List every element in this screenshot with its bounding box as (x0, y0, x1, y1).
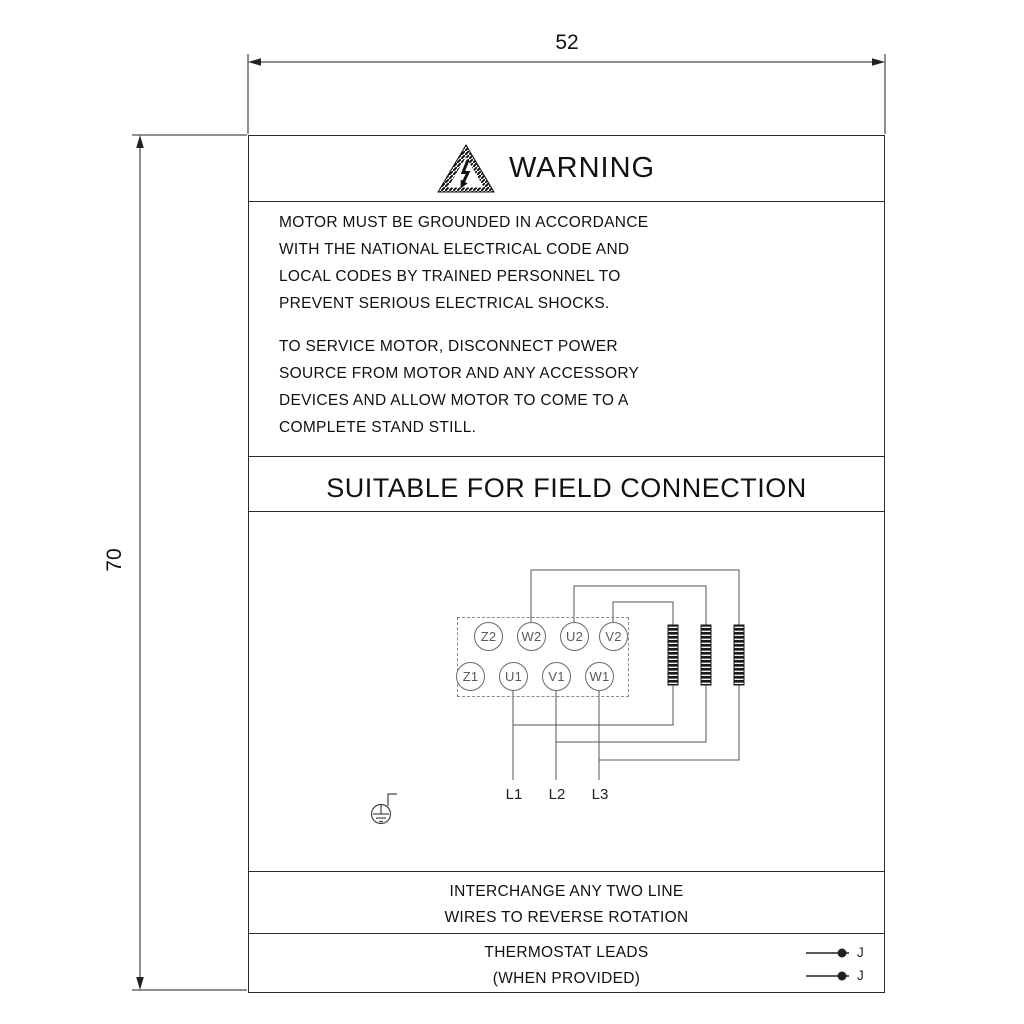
thermostat-lead-lines (806, 948, 849, 981)
line-label-l2: L2 (548, 786, 566, 803)
line-label-l1: L1 (505, 786, 523, 803)
divider-field-diagram (249, 511, 884, 512)
terminal-w1: W1 (585, 662, 614, 691)
warning-title: WARNING (509, 152, 656, 184)
divider-warning-body (249, 201, 884, 202)
line-label-l3: L3 (591, 786, 609, 803)
interchange-line-1: INTERCHANGE ANY TWO LINE (449, 883, 684, 900)
service-paragraph: TO SERVICE MOTOR, DISCONNECT POWER SOURC… (279, 333, 639, 441)
thermostat-line-2: (WHEN PROVIDED) (492, 970, 641, 987)
grounding-line-3: LOCAL CODES BY TRAINED PERSONNEL TO (279, 268, 621, 285)
grounding-line-1: MOTOR MUST BE GROUNDED IN ACCORDANCE (279, 214, 649, 231)
terminal-z2: Z2 (474, 622, 503, 651)
divider-interchange-thermostat (249, 933, 884, 934)
thermostat-line-1: THERMOSTAT LEADS (484, 944, 649, 961)
lead-label-j1: J (857, 945, 864, 960)
service-line-2: SOURCE FROM MOTOR AND ANY ACCESSORY (279, 365, 640, 382)
terminal-v2: V2 (599, 622, 628, 651)
grounding-line-4: PREVENT SERIOUS ELECTRICAL SHOCKS. (279, 295, 610, 312)
service-line-4: COMPLETE STAND STILL. (279, 419, 477, 436)
thermostat-note: THERMOSTAT LEADS (WHEN PROVIDED) (249, 940, 884, 992)
terminal-u2: U2 (560, 622, 589, 651)
terminal-z1: Z1 (456, 662, 485, 691)
divider-body-field (249, 456, 884, 457)
interchange-note: INTERCHANGE ANY TWO LINE WIRES TO REVERS… (249, 879, 884, 931)
terminal-u1: U1 (499, 662, 528, 691)
height-dimension-value: 70 (103, 548, 126, 572)
high-voltage-warning-icon (437, 144, 495, 193)
interchange-line-2: WIRES TO REVERSE ROTATION (444, 909, 689, 926)
grounding-paragraph: MOTOR MUST BE GROUNDED IN ACCORDANCE WIT… (279, 209, 648, 317)
wiring-connections (512, 569, 740, 780)
terminal-w2: W2 (517, 622, 546, 651)
divider-diagram-interchange (249, 871, 884, 872)
height-dimension-line (132, 134, 247, 991)
terminal-v1: V1 (542, 662, 571, 691)
earth-ground-icon (370, 793, 397, 825)
winding-coils-icon (667, 624, 745, 686)
width-dimension-line (247, 54, 886, 134)
service-line-1: TO SERVICE MOTOR, DISCONNECT POWER (279, 338, 618, 355)
field-connection-heading: SUITABLE FOR FIELD CONNECTION (326, 473, 807, 503)
width-dimension-value: 52 (555, 31, 579, 54)
service-line-3: DEVICES AND ALLOW MOTOR TO COME TO A (279, 392, 629, 409)
lead-label-j2: J (857, 968, 864, 983)
label-outline: WARNING MOTOR MUST BE GROUNDED IN ACCORD… (248, 135, 885, 993)
terminal-board-outline (457, 617, 629, 697)
grounding-line-2: WITH THE NATIONAL ELECTRICAL CODE AND (279, 241, 630, 258)
